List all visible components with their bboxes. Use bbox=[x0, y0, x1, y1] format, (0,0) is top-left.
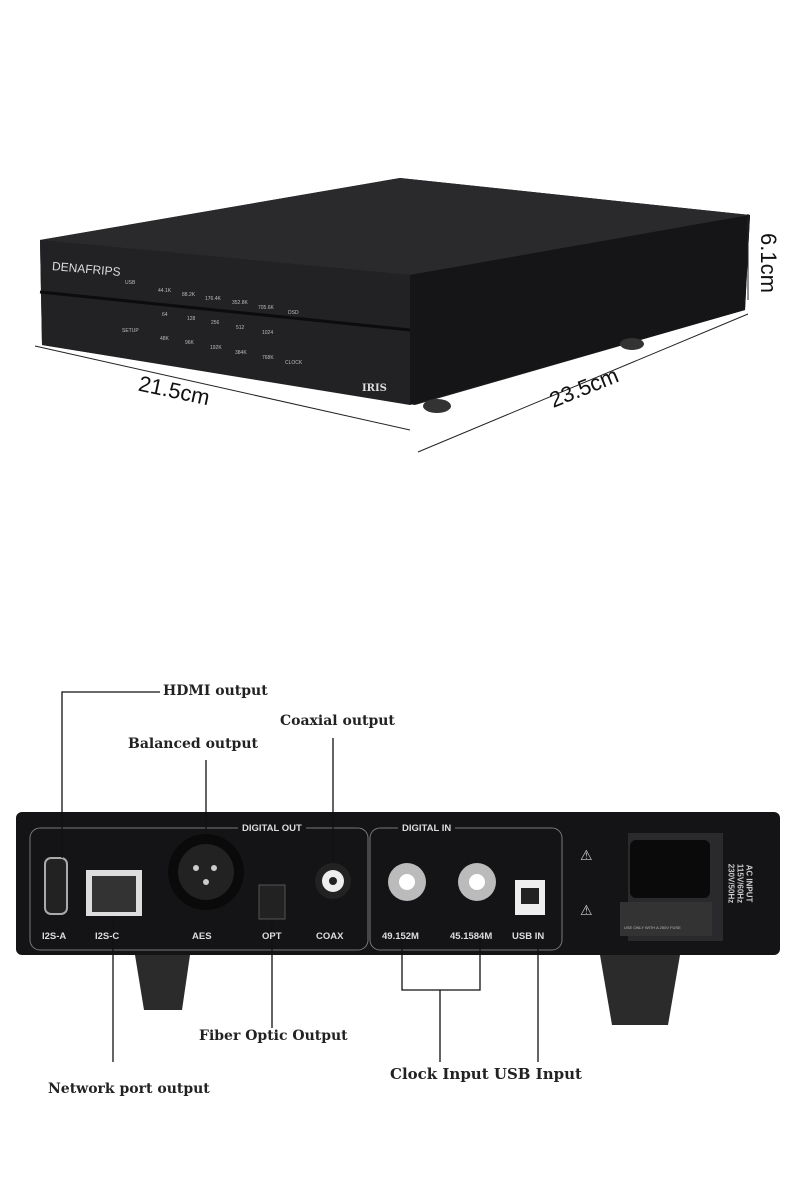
led-label: 512 bbox=[236, 325, 245, 331]
led-label: 384K bbox=[235, 350, 247, 356]
led-label: 192K bbox=[210, 345, 222, 351]
height-dimension: 6.1cm bbox=[755, 233, 781, 293]
model-logo: IRIS bbox=[362, 383, 387, 394]
led-label: DSD bbox=[288, 310, 299, 316]
led-label: 1024 bbox=[262, 330, 274, 336]
digital-in-label: DIGITAL IN bbox=[398, 823, 456, 834]
port-opt: OPT bbox=[262, 931, 282, 942]
callout-hdmi: HDMI output bbox=[163, 683, 268, 699]
callout-fiber: Fiber Optic Output bbox=[199, 1028, 348, 1044]
ac-voltage-2: 230V/50Hz bbox=[726, 863, 736, 904]
led-label: 88.2K bbox=[182, 292, 196, 298]
led-label: 64 bbox=[162, 312, 168, 318]
callout-coaxial: Coaxial output bbox=[280, 713, 395, 729]
led-label: 768K bbox=[262, 355, 274, 361]
digital-out-label: DIGITAL OUT bbox=[238, 823, 306, 834]
port-i2s-c: I2S-C bbox=[95, 931, 120, 942]
led-label: 128 bbox=[187, 316, 196, 322]
port-i2s-a: I2S-A bbox=[42, 931, 67, 942]
foot bbox=[600, 955, 680, 1025]
callout-clock-usb: Clock Input USB Input bbox=[390, 1065, 582, 1083]
warning-icon: ⚠ bbox=[580, 903, 593, 919]
led-label: 48K bbox=[160, 336, 169, 342]
port-clock-45: 45.1584M bbox=[450, 931, 493, 942]
foot bbox=[620, 338, 644, 350]
led-label: USB bbox=[125, 280, 136, 286]
port-aes: AES bbox=[192, 931, 212, 942]
led-label: 176.4K bbox=[205, 296, 221, 302]
foot bbox=[135, 955, 190, 1010]
foot bbox=[423, 399, 451, 413]
led-label: 256 bbox=[211, 320, 220, 326]
device-front bbox=[40, 240, 410, 405]
led-label: 705.6K bbox=[258, 305, 274, 311]
device-side bbox=[410, 215, 750, 405]
ac-label: AC INPUT bbox=[744, 864, 754, 903]
fuse-note: USE ONLY WITH A 250V FUSE bbox=[624, 925, 681, 930]
ac-input-label: AC INPUT 115V/60Hz 230V/50Hz bbox=[727, 844, 754, 924]
warning-icon: ⚠ bbox=[580, 848, 593, 864]
port-clock-49: 49.152M bbox=[382, 931, 419, 942]
port-coax: COAX bbox=[316, 931, 344, 942]
device-top bbox=[40, 178, 750, 275]
led-label: CLOCK bbox=[285, 360, 303, 366]
led-label: 44.1K bbox=[158, 288, 172, 294]
callout-network: Network port output bbox=[48, 1081, 210, 1097]
led-label: SETUP bbox=[122, 328, 139, 334]
port-usb: USB IN bbox=[512, 931, 545, 942]
callout-balanced: Balanced output bbox=[128, 736, 258, 752]
led-label: 96K bbox=[185, 340, 194, 346]
led-label: 352.8K bbox=[232, 300, 248, 306]
ac-voltage-1: 115V/60Hz bbox=[735, 863, 745, 904]
